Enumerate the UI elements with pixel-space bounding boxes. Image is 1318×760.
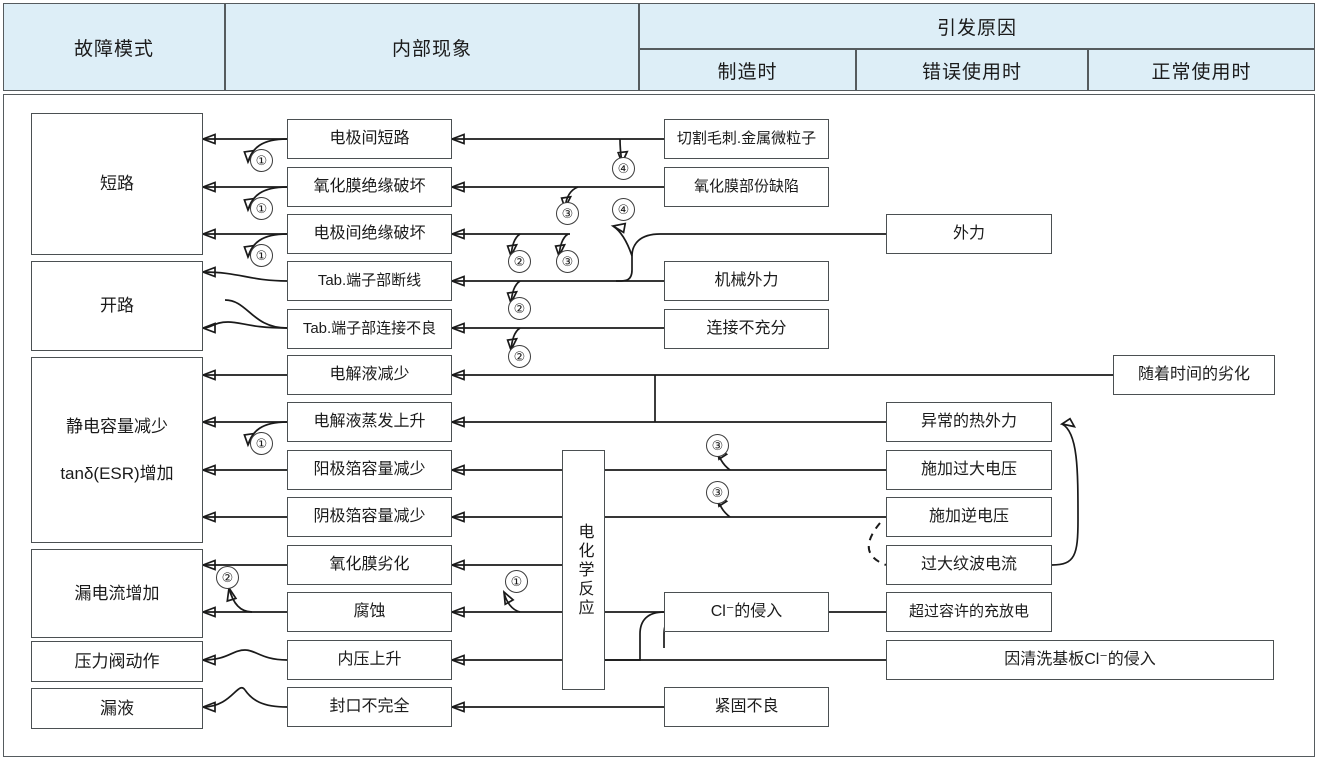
failure-mode-label-2: tanδ(ESR)增加	[60, 464, 174, 483]
failure-mode-label-1: 静电容量减少	[66, 416, 168, 436]
failure-mode-box-open-circuit[interactable]: 开路	[31, 261, 203, 351]
internal-box-anode-foil-capacitance[interactable]: 阳极箔容量减少	[287, 450, 452, 490]
reaction-box-electrochemical[interactable]: 电化学反应	[562, 450, 605, 690]
header-cause-normal: 正常使用时	[1088, 49, 1315, 91]
cause-box-excessive-ripple-current[interactable]: 过大纹波电流	[886, 545, 1052, 585]
internal-box-internal-pressure-rise[interactable]: 内压上升	[287, 640, 452, 680]
marker-3-electrode-insulation: ③	[556, 250, 579, 273]
cause-box-oxide-partial-defect[interactable]: 氧化膜部份缺陷	[664, 167, 829, 207]
marker-4-external-force: ④	[612, 198, 635, 221]
marker-2-electrode-insulation: ②	[508, 250, 531, 273]
internal-box-electrolyte-evaporation[interactable]: 电解液蒸发上升	[287, 402, 452, 442]
internal-box-electrode-insulation-break[interactable]: 电极间绝缘破坏	[287, 214, 452, 254]
marker-2-corrosion: ②	[216, 566, 239, 589]
failure-mode-label: 短路	[100, 174, 134, 194]
cause-box-cutting-burr-metal-particles[interactable]: 切割毛刺.金属微粒子	[664, 119, 829, 159]
cause-box-mechanical-force[interactable]: 机械外力	[664, 261, 829, 301]
header-internal-phenomena: 内部现象	[225, 3, 639, 91]
cause-box-abnormal-thermal-force[interactable]: 异常的热外力	[886, 402, 1052, 442]
internal-box-incomplete-seal[interactable]: 封口不完全	[287, 687, 452, 727]
marker-1-corrosion-reaction: ①	[505, 570, 528, 593]
failure-mode-label: 漏液	[100, 698, 134, 718]
internal-box-cathode-foil-capacitance[interactable]: 阴极箔容量减少	[287, 497, 452, 537]
internal-box-tab-wire-break[interactable]: Tab.端子部断线	[287, 261, 452, 301]
internal-box-electrolyte-decrease[interactable]: 电解液减少	[287, 355, 452, 395]
header-failure-mode: 故障模式	[3, 3, 225, 91]
failure-mode-label: 漏电流增加	[74, 583, 160, 603]
marker-1-electrolyte-evaporation: ①	[250, 432, 273, 455]
cause-box-poor-fastening[interactable]: 紧固不良	[664, 687, 829, 727]
internal-box-electrode-short[interactable]: 电极间短路	[287, 119, 452, 159]
marker-3-overvoltage: ③	[706, 434, 729, 457]
header-cause-manufacture: 制造时	[639, 49, 856, 91]
internal-box-oxide-degradation[interactable]: 氧化膜劣化	[287, 545, 452, 585]
marker-3-reverse-voltage: ③	[706, 481, 729, 504]
internal-box-tab-bad-connection[interactable]: Tab.端子部连接不良	[287, 309, 452, 349]
marker-1-oxide-break: ①	[250, 197, 273, 220]
cause-box-chloride-intrusion[interactable]: Cl⁻的侵入	[664, 592, 829, 632]
cause-box-overcharge-discharge[interactable]: 超过容许的充放电	[886, 592, 1052, 632]
header-cause-misuse: 错误使用时	[856, 49, 1088, 91]
cause-box-reverse-voltage-applied[interactable]: 施加逆电压	[886, 497, 1052, 537]
marker-1-electrode-short: ①	[250, 149, 273, 172]
failure-mode-box-leakage[interactable]: 漏液	[31, 688, 203, 729]
failure-mode-box-short-circuit[interactable]: 短路	[31, 113, 203, 255]
internal-box-oxide-insulation-break[interactable]: 氧化膜绝缘破坏	[287, 167, 452, 207]
failure-mode-label: 压力阀动作	[74, 651, 160, 671]
cause-box-overvoltage-applied[interactable]: 施加过大电压	[886, 450, 1052, 490]
marker-1-electrode-insulation: ①	[250, 244, 273, 267]
marker-3-oxide-defect: ③	[556, 202, 579, 225]
marker-2-tab-connection: ②	[508, 345, 531, 368]
marker-2-tab-wire-break: ②	[508, 297, 531, 320]
failure-mode-box-leak-current[interactable]: 漏电流增加	[31, 549, 203, 638]
failure-mode-box-pressure-valve[interactable]: 压力阀动作	[31, 641, 203, 682]
header-cause-group: 引发原因	[639, 3, 1315, 49]
cause-box-external-force[interactable]: 外力	[886, 214, 1052, 254]
marker-4-cutting-burr: ④	[612, 157, 635, 180]
cause-box-aging-over-time[interactable]: 随着时间的劣化	[1113, 355, 1275, 395]
cause-box-insufficient-connection[interactable]: 连接不充分	[664, 309, 829, 349]
cause-box-chloride-from-board-cleaning[interactable]: 因清洗基板Cl⁻的侵入	[886, 640, 1274, 680]
failure-mode-label: 开路	[100, 296, 134, 316]
failure-mode-box-capacitance-decrease[interactable]: 静电容量减少 tanδ(ESR)增加	[31, 357, 203, 543]
internal-box-corrosion[interactable]: 腐蚀	[287, 592, 452, 632]
